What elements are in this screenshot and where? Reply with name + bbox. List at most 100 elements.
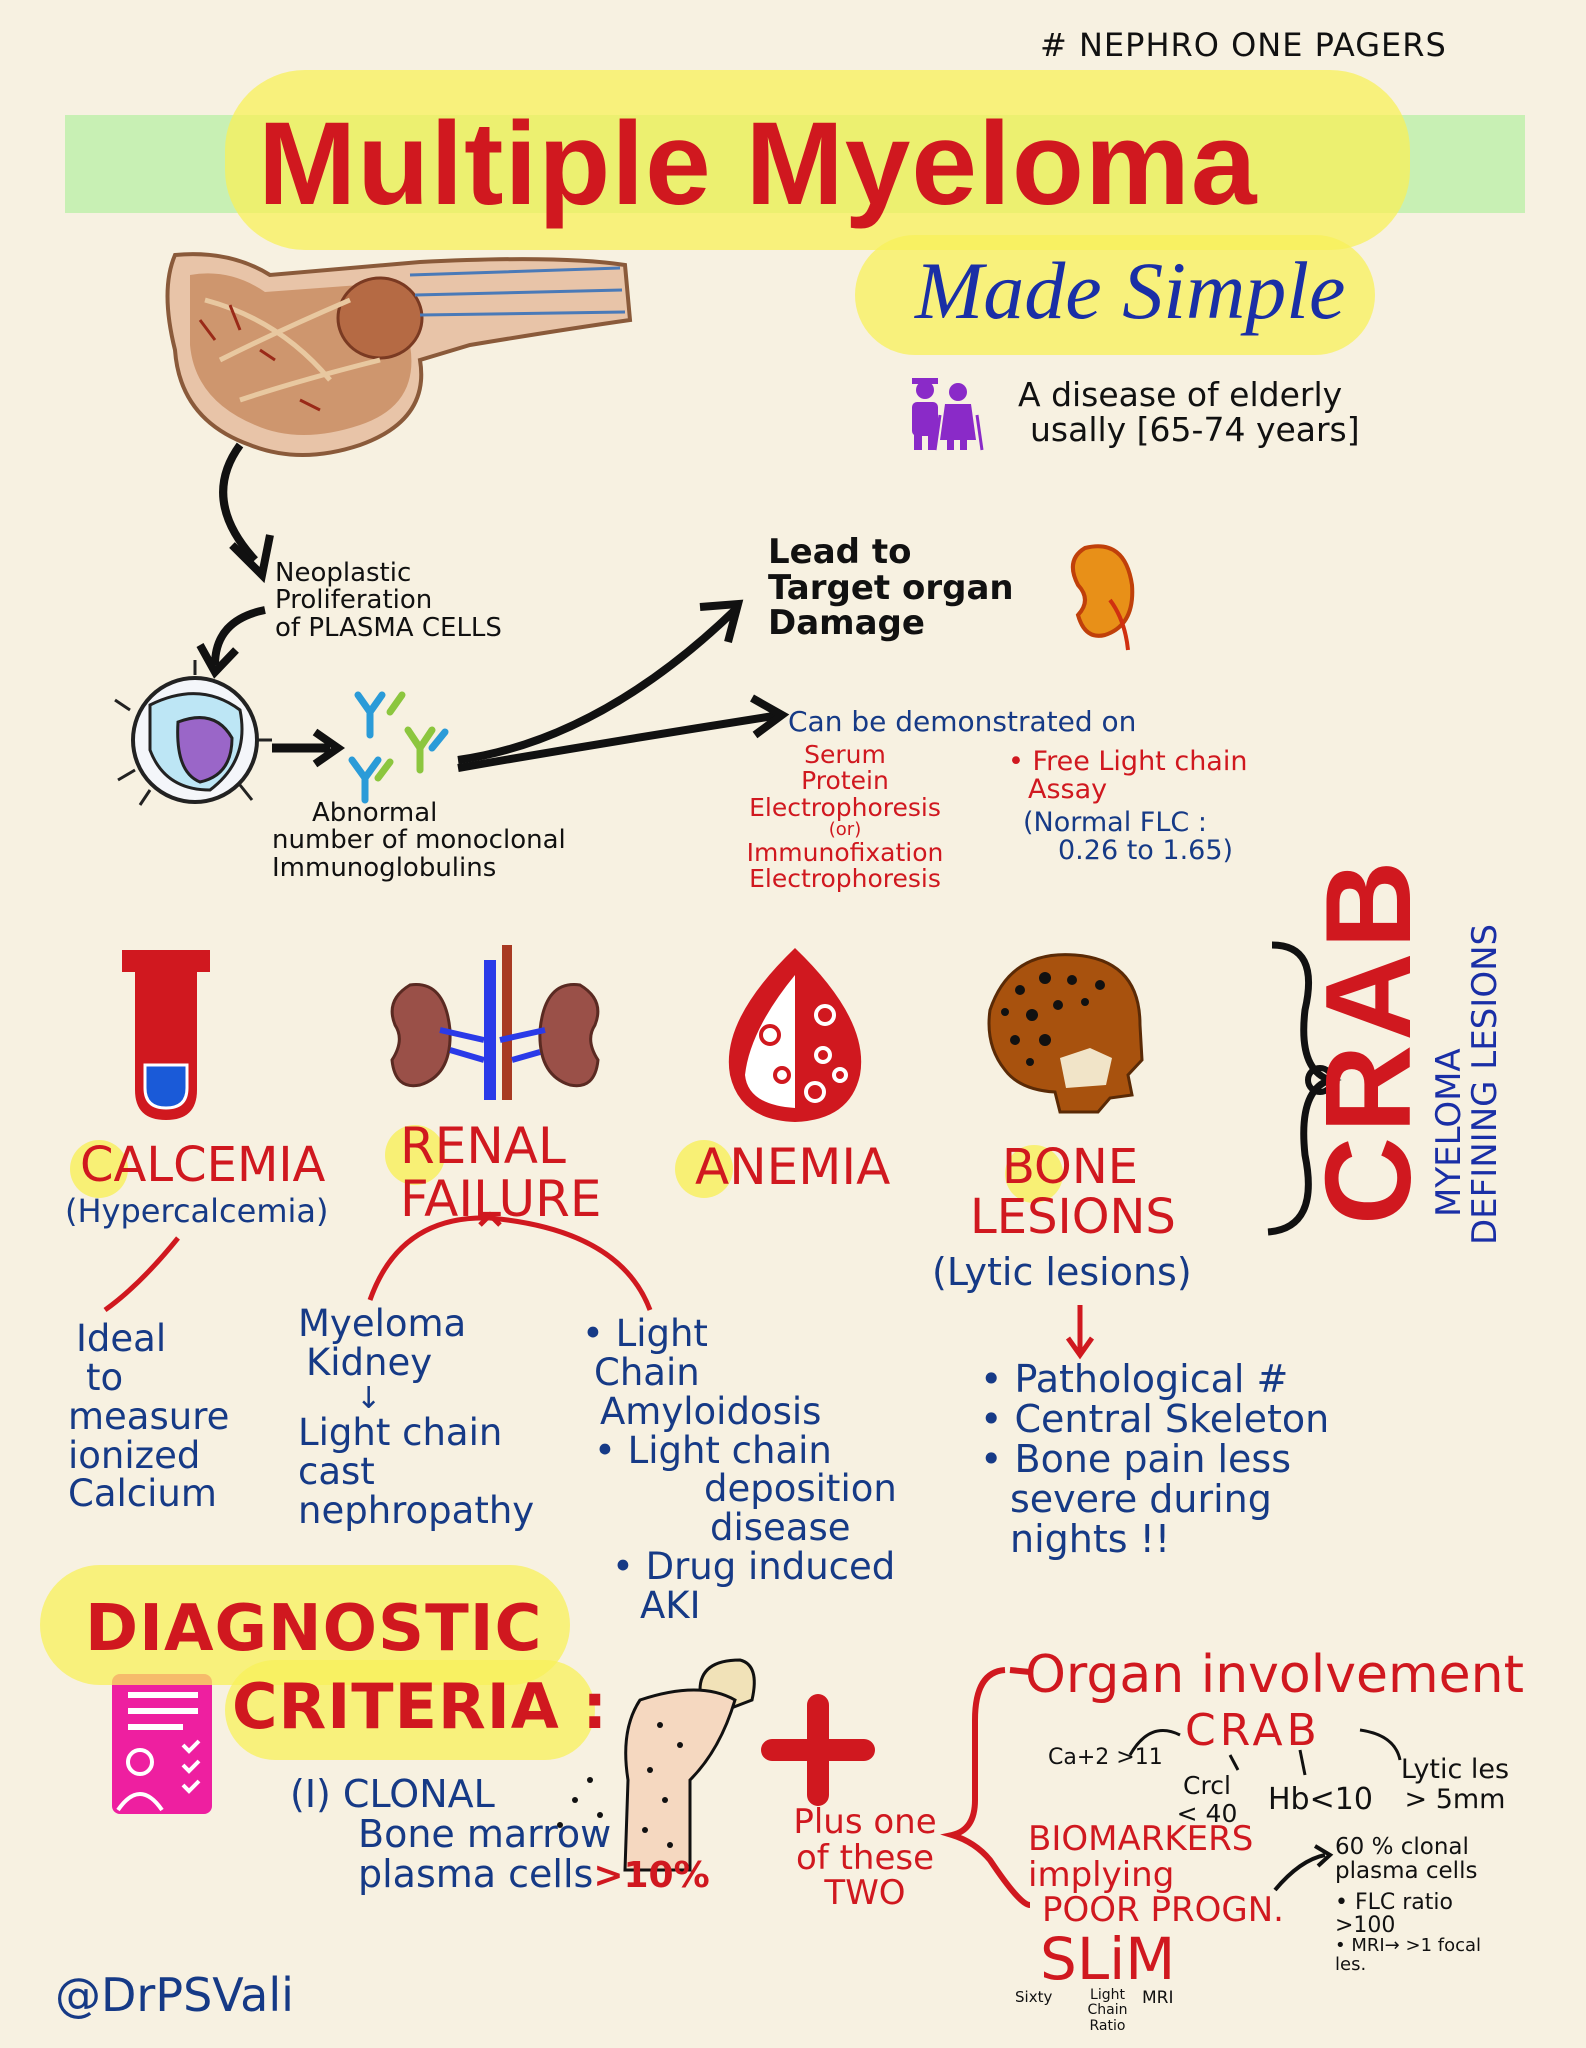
target-line-3: Damage xyxy=(768,603,925,644)
antibody-icons xyxy=(348,695,449,804)
diagnostic-title-1: DIAGNOSTIC xyxy=(85,1592,543,1666)
bone-detail: • Pathological # • Central Skeleton • Bo… xyxy=(980,1357,1330,1561)
renal-line-1: RENAL xyxy=(400,1120,601,1173)
plus-icon xyxy=(761,1694,875,1806)
calcemia-first: C xyxy=(80,1137,114,1193)
calcemia-detail-1: Ideal xyxy=(76,1317,167,1360)
defining-line: DEFINING LESIONS xyxy=(1464,923,1505,1245)
organ-title: Organ involvement xyxy=(1025,1645,1524,1705)
renal-right-1: • Light xyxy=(582,1312,708,1355)
biomarkers-line-2: implying xyxy=(1028,1854,1175,1895)
elderly-line-2: usally [65-74 years] xyxy=(1030,409,1360,449)
organ-crab: CRAB xyxy=(1185,1705,1321,1756)
slim-light: Light Chain Ratio xyxy=(1087,1987,1128,2034)
highlight-b xyxy=(1005,1145,1063,1203)
diagnostic-title-2: CRITERIA : xyxy=(232,1670,609,1743)
slim-sixty: Sixty xyxy=(1015,1988,1053,2006)
test-left-1: Serum xyxy=(804,740,886,769)
renal-right-3: Amyloidosis xyxy=(600,1389,822,1433)
renal-left-2: Kidney xyxy=(306,1340,433,1384)
biomarkers-text: BIOMARKERS implying POOR PROGN. xyxy=(1028,1819,1284,1929)
test-tube-icon xyxy=(122,950,210,1120)
renal-left-3: ↓ xyxy=(356,1380,382,1416)
renal-right-8: AKI xyxy=(640,1583,701,1627)
renal-right-6: disease xyxy=(710,1506,851,1550)
blood-drop-icon xyxy=(728,948,862,1122)
proliferation-text: Neoplastic Proliferation of PLASMA CELLS xyxy=(275,558,502,643)
arrow-to-demonstrated xyxy=(457,711,781,772)
organ-item-lytic: Lytic les > 5mm xyxy=(1400,1754,1510,1815)
immunoglobulin-text: Abnormal number of monoclonal Immunoglob… xyxy=(272,798,566,883)
renal-label: RENAL FAILURE xyxy=(400,1120,601,1225)
highlight-a xyxy=(675,1140,733,1198)
calcemia-detail-2: to xyxy=(86,1355,124,1399)
calcemia-rest: ALCEMIA xyxy=(113,1137,326,1193)
proliferation-line-2: Proliferation xyxy=(275,585,433,616)
target-organ-text: Lead to Target organ Damage xyxy=(768,534,1014,644)
test-right-4: 0.26 to 1.65) xyxy=(1058,835,1234,867)
clonal-line-1: (I) CLONAL xyxy=(290,1772,495,1816)
arrow-bone-to-proliferation xyxy=(219,442,258,563)
renal-right-5: deposition xyxy=(704,1467,897,1511)
elderly-couple-icon xyxy=(912,378,984,451)
calcemia-detail: Ideal to measure ionized Calcium xyxy=(68,1317,229,1516)
myeloma-defining-label: MYELOMA DEFINING LESIONS xyxy=(1429,923,1505,1245)
renal-right-4: • Light chain xyxy=(594,1428,832,1472)
bone-detail-3: • Bone pain less xyxy=(980,1436,1292,1481)
highlight-r xyxy=(385,1125,445,1185)
page-subtitle: Made Simple xyxy=(915,245,1346,336)
bone-detail-1: • Pathological # xyxy=(980,1357,1289,1401)
test-left-6: Electrophoresis xyxy=(749,863,941,893)
calcemia-sub: (Hypercalcemia) xyxy=(65,1192,329,1230)
clonal-line-2: Bone marrow xyxy=(358,1811,612,1856)
tests-right: • Free Light chain Assay (Normal FLC : 0… xyxy=(1008,746,1248,867)
kidneys-icon xyxy=(390,945,600,1100)
immunoglobulin-line-3: Immunoglobulins xyxy=(272,852,497,883)
highlight-c xyxy=(70,1140,128,1198)
proliferation-line-3: of PLASMA CELLS xyxy=(275,612,502,643)
bio-item-3: • MRI→ >1 focal les. xyxy=(1335,1935,1482,1976)
biomarkers-line-1: BIOMARKERS xyxy=(1028,1819,1254,1859)
bone-first: B xyxy=(1001,1139,1035,1195)
immunoglobulin-line-1: Abnormal xyxy=(312,798,438,828)
test-left-2: Protein xyxy=(801,766,889,796)
bio-item-2: • FLC ratio >100 xyxy=(1335,1890,1453,1939)
demonstrated-text: Can be demonstrated on xyxy=(788,705,1137,738)
test-left-3: Electrophoresis xyxy=(749,792,941,822)
anemia-label: ANEMIA xyxy=(695,1138,890,1196)
calcemia-detail-5: Calcium xyxy=(68,1472,217,1516)
renal-first: R xyxy=(400,1117,435,1175)
hashtag: # NEPHRO ONE PAGERS xyxy=(1040,26,1447,64)
clonal-line-3: plasma cells>10% xyxy=(290,1851,710,1896)
renal-detail-left: Myeloma Kidney ↓ Light chain cast nephro… xyxy=(298,1304,534,1531)
kidney-icon xyxy=(1070,544,1135,651)
test-left-4: (or) xyxy=(828,818,862,840)
proliferation-line-1: Neoplastic xyxy=(275,558,412,588)
renal-rest: ENAL xyxy=(434,1117,566,1175)
bone-line-1: BONE xyxy=(970,1142,1170,1192)
organ-item-ca: Ca+2 >11 xyxy=(1048,1745,1163,1770)
skull-icon xyxy=(987,953,1144,1114)
elderly-note: A disease of elderly usally [65-74 years… xyxy=(1018,377,1360,449)
bone-illustration xyxy=(165,252,633,457)
clonal-value: >10% xyxy=(593,1854,710,1896)
renal-left-4: Light chain xyxy=(298,1411,503,1455)
author-handle: @DrPSVali xyxy=(55,1968,294,2022)
bone-detail-2: • Central Skeleton xyxy=(980,1396,1330,1441)
renal-right-2: Chain xyxy=(594,1350,700,1394)
myeloma-line: MYELOMA xyxy=(1429,1048,1469,1217)
organ-item-hb: Hb<10 xyxy=(1268,1782,1373,1817)
clonal-text: (I) CLONAL Bone marrow plasma cells>10% xyxy=(290,1772,710,1896)
bio-item-1: 60 % clonal plasma cells xyxy=(1335,1834,1478,1885)
test-right-1: • Free Light chain xyxy=(1008,746,1248,777)
plasma-cell-icon xyxy=(114,660,272,806)
clonal-line-3-text: plasma cells xyxy=(358,1851,594,1896)
clipboard-icon xyxy=(112,1674,212,1814)
plus-text: Plus one of these TWO xyxy=(760,1804,970,1912)
bone-line-2: LESIONS xyxy=(970,1189,1176,1246)
organ-item-crcl: Crcl < 40 xyxy=(1176,1771,1238,1828)
bone-detail-5: nights !! xyxy=(1010,1516,1171,1561)
tests-left: Serum Protein Electrophoresis (or) Immun… xyxy=(705,740,985,893)
arrow-to-target-organ xyxy=(457,607,738,764)
